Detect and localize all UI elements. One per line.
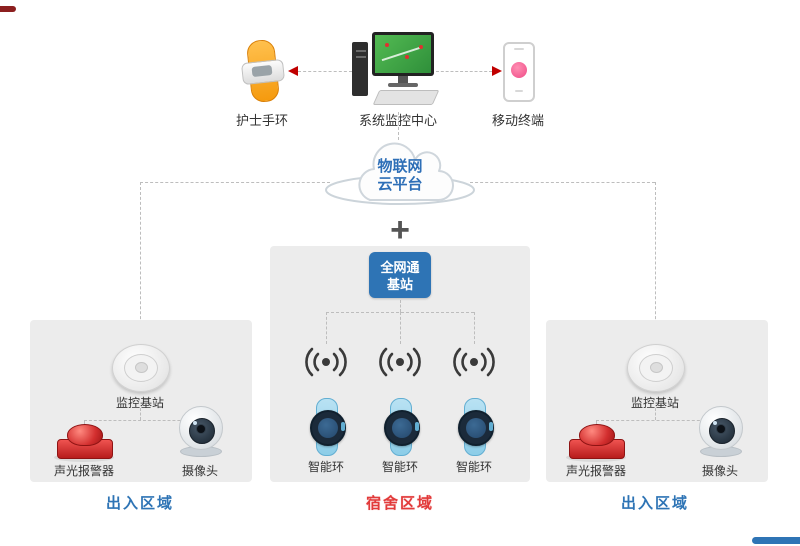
arrow-to-wristband: [288, 66, 298, 76]
sound-light-alarm-icon: [564, 422, 628, 462]
cloud-label: 物联网 云平台: [350, 158, 450, 194]
camera-glint: [713, 421, 717, 425]
connector-right-zone: [655, 182, 656, 344]
phone-app-circle: [511, 62, 527, 78]
left-connector-split: [84, 420, 200, 421]
watch-screen: [466, 418, 486, 438]
connector-wifi-1: [326, 312, 327, 344]
middle-zone-label: 宿舍区域: [365, 495, 434, 512]
wristband-label: 护士手环: [235, 113, 288, 128]
watch-screen: [318, 418, 338, 438]
phone-home-button: [515, 90, 523, 92]
right-connector-down: [655, 408, 656, 420]
camera-lens-center: [197, 425, 205, 433]
map-marker: [405, 55, 409, 59]
left-station-label: 监控基站: [115, 396, 164, 410]
right-alarm-label: 声光报警器: [565, 464, 626, 478]
watch-button: [489, 422, 493, 431]
smart-band-label: 智能环: [307, 460, 344, 474]
watch-button: [341, 422, 345, 431]
smart-band-icon: [382, 398, 420, 456]
alarm-dome: [67, 424, 103, 446]
cloud-label-line1: 物联网: [377, 158, 423, 175]
dome-camera-icon: [176, 404, 224, 457]
monitoring-center-label: 系统监控中心: [358, 113, 437, 128]
connector-center-cloud: [398, 112, 399, 140]
right-station-label: 监控基站: [630, 396, 679, 410]
wifi-signal-icon: [379, 347, 421, 377]
computer-tower: [352, 42, 368, 96]
detector-ring: [639, 354, 673, 382]
left-connector-alarm: [84, 420, 85, 426]
right-connector-split: [596, 420, 720, 421]
connector-wifi-3: [474, 312, 475, 344]
monitor-base-station-icon: [112, 344, 170, 392]
iot-cloud-icon: [325, 142, 475, 205]
smart-band-icon: [456, 398, 494, 456]
arrow-to-mobile: [492, 66, 502, 76]
monitor-screen-map: [375, 35, 431, 73]
left-camera-label: 摄像头: [181, 464, 218, 478]
left-zone-label: 出入区域: [105, 495, 174, 512]
monitor-base: [388, 83, 418, 87]
mobile-terminal-icon: [503, 42, 535, 102]
map-marker: [385, 43, 389, 47]
base-station-line2: 基站: [386, 277, 413, 292]
sound-light-alarm-icon: [52, 422, 116, 462]
connector-left-zone: [140, 182, 141, 344]
connector-cloud-left: [140, 182, 330, 183]
plus-sign: +: [390, 211, 410, 249]
connector-box-down: [400, 300, 401, 312]
network-base-station-box: 全网通 基站: [369, 252, 431, 298]
smart-band-icon: [308, 398, 346, 456]
monitor-base-station-icon: [627, 344, 685, 392]
dome-camera-icon: [696, 404, 744, 457]
right-zone-label: 出入区域: [620, 495, 689, 512]
alarm-dome: [579, 424, 615, 446]
corner-accent-bottom-right: [752, 537, 800, 544]
detector-core: [135, 362, 148, 373]
left-connector-down: [140, 408, 141, 420]
nurse-wristband-icon: [238, 38, 286, 104]
watch-button: [415, 422, 419, 431]
smart-band-label: 智能环: [381, 460, 418, 474]
map-route: [381, 46, 421, 62]
map-marker: [419, 45, 423, 49]
monitoring-center-icon: [350, 32, 440, 108]
connector-cloud-right: [470, 182, 655, 183]
camera-lens-center: [717, 425, 725, 433]
connector-wristband-center: [298, 71, 352, 72]
right-connector-alarm: [596, 420, 597, 426]
monitor-stand: [398, 76, 408, 83]
keyboard: [372, 90, 440, 105]
corner-accent-top-left: [0, 6, 16, 12]
watch-screen: [392, 418, 412, 438]
cloud-label-line2: 云平台: [377, 176, 423, 193]
wifi-signal-icon: [453, 347, 495, 377]
wristband-screen: [251, 64, 273, 78]
base-station-line1: 全网通: [380, 260, 420, 275]
wifi-signal-icon: [305, 347, 347, 377]
camera-glint: [193, 421, 197, 425]
detector-core: [650, 362, 663, 373]
right-camera-label: 摄像头: [701, 464, 738, 478]
mobile-terminal-label: 移动终端: [491, 113, 544, 128]
smart-band-label: 智能环: [455, 460, 492, 474]
left-alarm-label: 声光报警器: [53, 464, 114, 478]
tower-slot: [356, 50, 366, 52]
tower-slot: [356, 56, 366, 58]
phone-speaker: [514, 48, 524, 50]
connector-center-mobile: [436, 71, 492, 72]
connector-wifi-2: [400, 312, 401, 344]
